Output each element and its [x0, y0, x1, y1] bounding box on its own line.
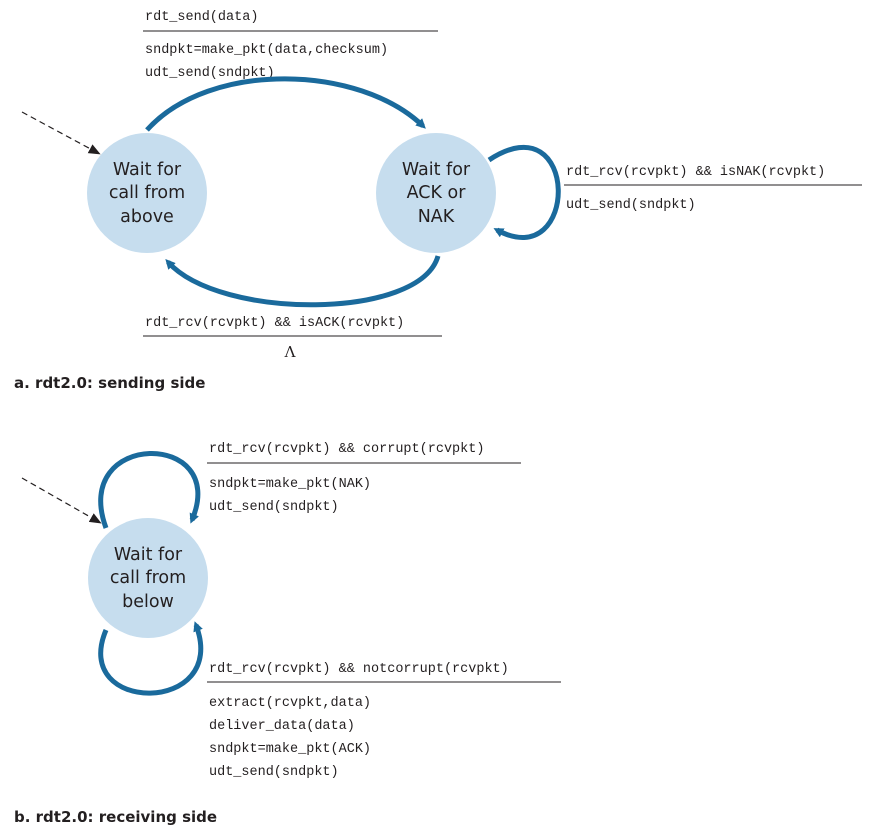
event-text: rdt_send(data) — [145, 10, 258, 25]
caption-receiving-side: b. rdt2.0: receiving side — [14, 808, 217, 826]
state-label-line: Wait for — [114, 545, 183, 565]
state-wait-for-call-from-above: Wait for call from above — [87, 133, 207, 253]
state-circle — [87, 133, 207, 253]
transition-nak-label: rdt_rcv(rcvpkt) && isNAK(rcvpkt) udt_sen… — [564, 165, 862, 213]
arrow-ack-to-wait-call — [165, 255, 441, 308]
state-label-line: below — [122, 592, 174, 612]
event-text: rdt_rcv(rcvpkt) && isNAK(rcvpkt) — [566, 165, 825, 180]
state-label-line: call from — [110, 568, 186, 588]
initial-state-arrow — [21, 477, 102, 524]
action-text: udt_send(sndpkt) — [209, 765, 339, 780]
transition-notcorrupt-label: rdt_rcv(rcvpkt) && notcorrupt(rcvpkt) ex… — [207, 662, 561, 780]
lambda-action: Λ — [284, 343, 296, 361]
caption-sending-side: a. rdt2.0: sending side — [14, 374, 205, 392]
initial-state-arrow — [21, 111, 101, 155]
action-text: udt_send(sndpkt) — [145, 66, 275, 81]
state-label-line: ACK or — [407, 183, 467, 203]
action-text: sndpkt=make_pkt(NAK) — [209, 477, 371, 492]
state-circle — [376, 133, 496, 253]
arrow-send-to-wait-ack — [145, 76, 426, 132]
arrow-notcorrupt-self-loop — [98, 621, 204, 696]
action-text: udt_send(sndpkt) — [566, 198, 696, 213]
arrow-nak-self-loop — [487, 144, 561, 240]
arrow-corrupt-self-loop — [98, 451, 201, 529]
state-label-line: above — [120, 207, 174, 227]
state-wait-for-call-from-below: Wait for call from below — [88, 518, 208, 638]
action-text: deliver_data(data) — [209, 719, 355, 734]
action-text: extract(rcvpkt,data) — [209, 696, 371, 711]
transition-rdt-send-label: rdt_send(data) sndpkt=make_pkt(data,chec… — [143, 10, 438, 81]
event-text: rdt_rcv(rcvpkt) && corrupt(rcvpkt) — [209, 442, 484, 457]
action-text: sndpkt=make_pkt(ACK) — [209, 742, 371, 757]
transition-ack-label: rdt_rcv(rcvpkt) && isACK(rcvpkt) Λ — [143, 316, 442, 361]
state-label-line: Wait for — [113, 160, 182, 180]
state-wait-for-ack-or-nak: Wait for ACK or NAK — [376, 133, 496, 253]
state-circle — [88, 518, 208, 638]
sender-fsm: rdt_send(data) sndpkt=make_pkt(data,chec… — [14, 10, 862, 392]
state-label-line: NAK — [418, 207, 455, 227]
state-label-line: Wait for — [402, 160, 471, 180]
event-text: rdt_rcv(rcvpkt) && notcorrupt(rcvpkt) — [209, 662, 509, 677]
state-label-line: call from — [109, 183, 185, 203]
action-text: udt_send(sndpkt) — [209, 500, 339, 515]
transition-corrupt-label: rdt_rcv(rcvpkt) && corrupt(rcvpkt) sndpk… — [207, 442, 521, 515]
receiver-fsm: rdt_rcv(rcvpkt) && corrupt(rcvpkt) sndpk… — [14, 442, 561, 826]
action-text: sndpkt=make_pkt(data,checksum) — [145, 43, 388, 58]
event-text: rdt_rcv(rcvpkt) && isACK(rcvpkt) — [145, 316, 404, 331]
